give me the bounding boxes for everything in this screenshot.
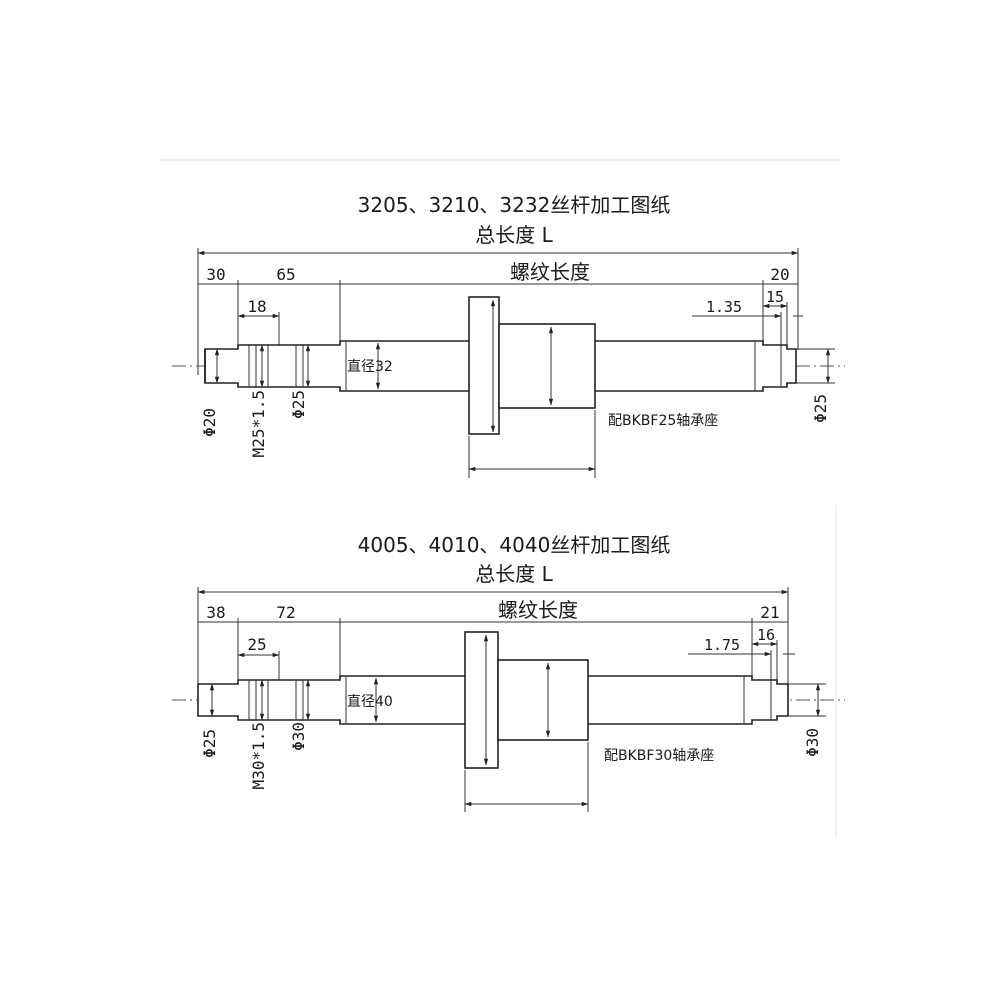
nut-flange [464,631,499,769]
left-end-diameter: Φ25 [200,729,219,758]
groove-width: 1.75 [704,636,740,654]
left-end-length: 30 [206,265,225,284]
nut-body [498,323,596,409]
shoulder-diameter: Φ25 [289,390,308,419]
drawing-subtitle: 总长度 L [475,223,553,247]
right-end-length: 21 [760,603,779,622]
shoulder-length: 72 [276,603,295,622]
drawing-subtitle: 总长度 L [475,562,553,586]
thread-diameter: 直径32 [347,358,393,375]
right-sub-length: 15 [766,288,784,306]
left-end-diameter: Φ20 [200,408,219,437]
nut-flange [468,296,500,435]
thread-diameter: 直径40 [347,693,393,710]
right-end-length: 20 [770,265,789,284]
bearing-note: 配BKBF25轴承座 [608,413,718,429]
left-end-length: 38 [206,603,225,622]
thread-length: 18 [247,297,266,316]
thread-length-label: 螺纹长度 [510,260,590,284]
drawing-title: 4005、4010、4040丝杆加工图纸 [358,533,671,557]
thread-length: 25 [247,635,266,654]
shoulder-diameter: Φ30 [289,722,308,751]
bearing-note: 配BKBF30轴承座 [604,748,714,764]
drawing-2: 4005、4010、4040丝杆加工图纸 总长度 L 38 72 螺纹长度 21… [172,533,845,812]
shoulder-length: 65 [276,265,295,284]
drawing-title: 3205、3210、3232丝杆加工图纸 [358,193,671,217]
right-sub-length: 16 [757,626,775,644]
thread-spec: M30*1.5 [249,722,268,789]
nut-body [497,659,589,741]
drawing-1: 3205、3210、3232丝杆加工图纸 总长度 L 30 65 螺纹长度 20… [172,193,845,478]
right-end-diameter: Φ30 [803,728,822,757]
groove-width: 1.35 [706,298,742,316]
thread-spec: M25*1.5 [249,390,268,457]
thread-length-label: 螺纹长度 [498,598,578,622]
right-end-diameter: Φ25 [811,394,830,423]
